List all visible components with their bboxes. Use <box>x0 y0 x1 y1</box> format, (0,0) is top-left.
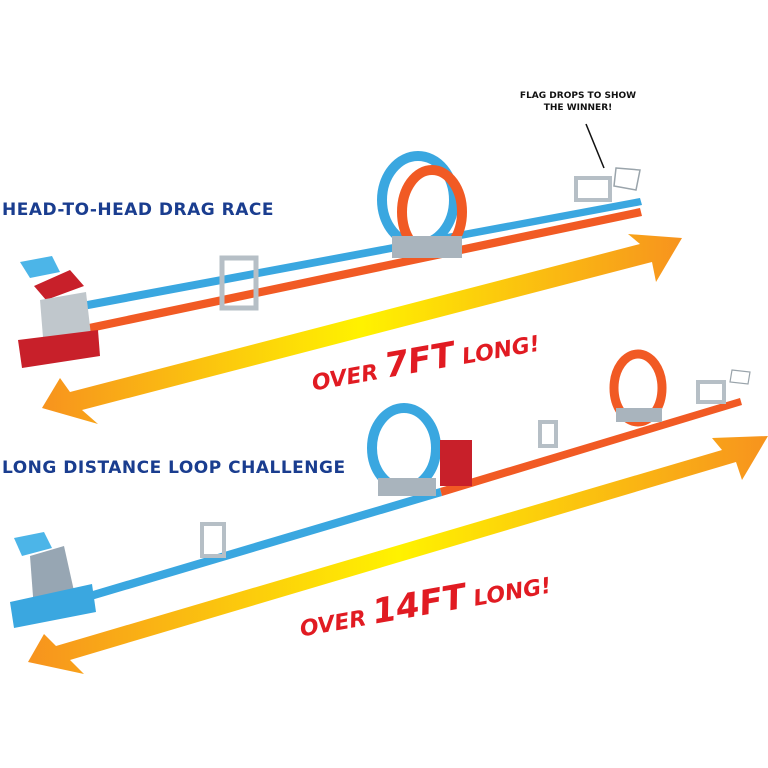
dual-launcher <box>18 256 100 368</box>
length-arrow-top <box>42 234 682 424</box>
flag-callout-line1: FLAG DROPS TO SHOW <box>519 91 637 101</box>
drag-race-track <box>60 151 642 338</box>
loop-challenge-track <box>22 349 751 620</box>
single-launcher <box>10 532 96 628</box>
callout-pointer <box>585 123 605 169</box>
flag-callout-line2: THE WINNER! <box>543 103 613 113</box>
drag-race-heading: HEAD-TO-HEAD DRAG RACE <box>2 200 274 220</box>
length-arrow-bottom <box>28 436 768 674</box>
loop-challenge-heading: LONG DISTANCE LOOP CHALLENGE <box>2 458 346 478</box>
flag-callout: FLAG DROPS TO SHOW THE WINNER! <box>508 90 648 114</box>
